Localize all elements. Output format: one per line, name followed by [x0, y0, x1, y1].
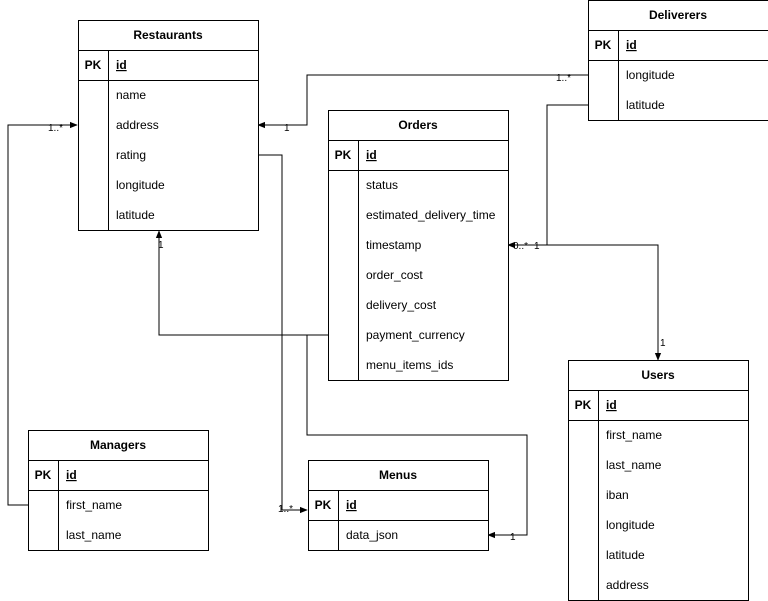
- table-field: delivery_cost: [366, 298, 437, 312]
- connector-managers-restaurants[interactable]: [7, 121, 78, 506]
- table-title: Users: [641, 368, 675, 382]
- pk-label: PK: [335, 148, 352, 162]
- table-title: Managers: [90, 438, 146, 452]
- connector-deliverers-restaurants[interactable]: [257, 74, 588, 129]
- connector-orders-menus[interactable]: [306, 334, 528, 539]
- table-field: latitude: [626, 98, 665, 112]
- table-field: payment_currency: [366, 328, 465, 342]
- primary-key-field: id: [66, 468, 77, 482]
- primary-key-field: id: [606, 398, 617, 412]
- table-field: latitude: [606, 548, 645, 562]
- table-field: iban: [606, 488, 629, 502]
- connector-orders-restaurants[interactable]: [155, 230, 328, 336]
- cardinality-label: 1..*: [48, 123, 63, 134]
- table-field: rating: [116, 148, 146, 162]
- table-field: status: [366, 178, 398, 192]
- primary-key-field: id: [116, 58, 127, 72]
- primary-key-field: id: [366, 148, 377, 162]
- table-field: menu_items_ids: [366, 358, 453, 372]
- table-field: last_name: [606, 458, 662, 472]
- cardinality-label: 1: [158, 240, 164, 251]
- table-border: [78, 20, 259, 231]
- table-title: Restaurants: [133, 28, 203, 42]
- table-field: longitude: [626, 68, 675, 82]
- table-field: address: [116, 118, 159, 132]
- table-field: order_cost: [366, 268, 423, 282]
- table-title: Menus: [379, 468, 417, 482]
- connector-deliverers-orders[interactable]: [507, 104, 588, 249]
- table-field: last_name: [66, 528, 122, 542]
- pk-label: PK: [35, 468, 52, 482]
- cardinality-label: 1: [534, 241, 540, 252]
- primary-key-field: id: [626, 38, 637, 52]
- cardinality-label: 1: [660, 338, 666, 349]
- table-border: [568, 360, 749, 601]
- table-field: longitude: [606, 518, 655, 532]
- table-field: first_name: [66, 498, 122, 512]
- table-field: timestamp: [366, 238, 422, 252]
- pk-label: PK: [575, 398, 592, 412]
- cardinality-label: 1: [510, 532, 516, 543]
- pk-label: PK: [315, 498, 332, 512]
- table-field: address: [606, 578, 649, 592]
- pk-label: PK: [595, 38, 612, 52]
- cardinality-label: 1..*: [556, 73, 571, 84]
- table-field: name: [116, 88, 146, 102]
- table-title: Orders: [398, 118, 438, 132]
- cardinality-label: 1..*: [278, 504, 293, 515]
- table-field: latitude: [116, 208, 155, 222]
- primary-key-field: id: [346, 498, 357, 512]
- table-title: Deliverers: [649, 8, 707, 22]
- table-field: longitude: [116, 178, 165, 192]
- cardinality-label: 1: [284, 123, 290, 134]
- cardinality-label: 0..*: [513, 241, 528, 252]
- connector-orders-users[interactable]: [508, 244, 662, 361]
- pk-label: PK: [85, 58, 102, 72]
- connector-restaurants-menus[interactable]: [258, 154, 308, 514]
- table-field: estimated_delivery_time: [366, 208, 496, 222]
- table-field: data_json: [346, 528, 398, 542]
- table-field: first_name: [606, 428, 662, 442]
